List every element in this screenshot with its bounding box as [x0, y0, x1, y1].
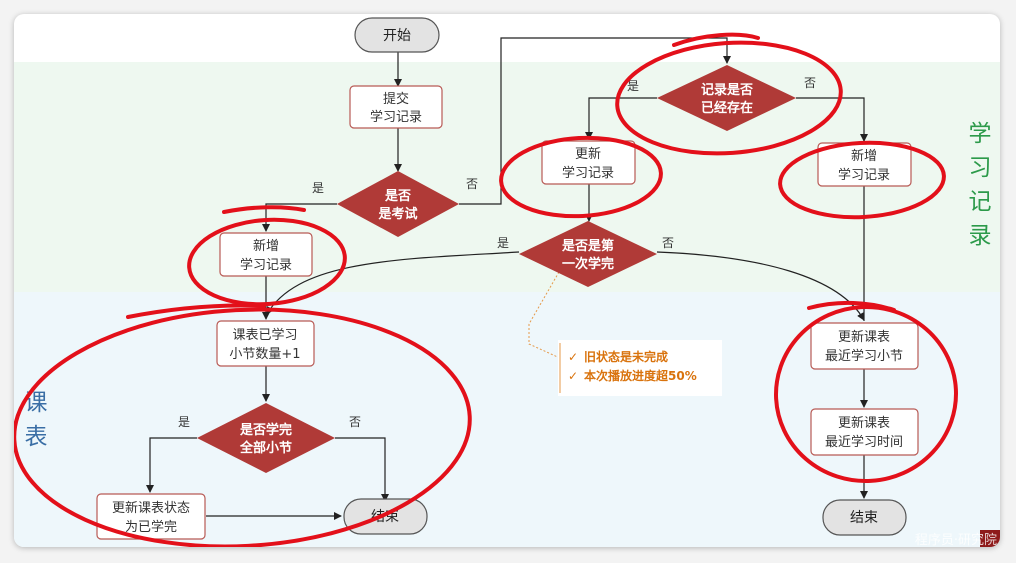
svg-text:习: 习: [969, 155, 992, 181]
update-status-box: 更新课表状态 为已学完: [96, 493, 206, 540]
note-check-icon: ✓: [568, 350, 578, 364]
svg-text:学习记录: 学习记录: [240, 257, 292, 273]
svg-text:全部小节: 全部小节: [239, 440, 292, 456]
flowchart: 学 习 记 录 课 表: [14, 17, 1000, 547]
svg-text:更新课表状态: 更新课表状态: [112, 500, 190, 516]
svg-text:提交: 提交: [383, 91, 409, 107]
decision-first-complete: 是否是第 一次学完: [519, 221, 657, 287]
svg-text:最近学习小节: 最近学习小节: [825, 348, 903, 364]
watermark: 程序员·研究院: [915, 530, 1000, 547]
svg-text:小节数量+1: 小节数量+1: [229, 347, 300, 362]
svg-text:结束: 结束: [850, 510, 878, 526]
svg-text:为已学完: 为已学完: [125, 519, 177, 535]
update-latest-section-box: 更新课表 最近学习小节: [810, 322, 919, 370]
connectors: [146, 37, 868, 520]
edge-label-no-first: 否: [662, 236, 674, 250]
start-terminal: 开始: [354, 17, 440, 53]
svg-text:课: 课: [25, 390, 48, 416]
end-terminal-right: 结束: [822, 499, 907, 536]
edge-label-yes-exists: 是: [627, 79, 639, 93]
lane-label-learning-record: 学 习 记 录: [969, 121, 992, 249]
svg-text:学习记录: 学习记录: [370, 109, 422, 125]
edge-label-yes-all: 是: [178, 415, 190, 429]
note-check-icon: ✓: [568, 369, 578, 383]
svg-text:更新课表: 更新课表: [838, 329, 890, 345]
svg-text:开始: 开始: [383, 28, 411, 44]
edge-label-no-exam: 否: [466, 177, 478, 191]
end-terminal-left: 结束: [343, 498, 428, 535]
decision-all-done: 是否学完 全部小节: [197, 403, 335, 473]
svg-text:新增: 新增: [253, 238, 279, 254]
decision-record-exists: 记录是否 已经存在: [657, 65, 796, 131]
condition-note: ✓ 旧状态是未完成 ✓ 本次播放进度超50%: [558, 340, 722, 396]
svg-text:新增: 新增: [851, 148, 877, 164]
new-record-box: 新增 学习记录: [817, 142, 912, 187]
edge-label-no-exists: 否: [804, 76, 816, 90]
svg-text:记录是否: 记录是否: [701, 83, 753, 98]
svg-text:表: 表: [25, 424, 48, 450]
svg-text:是考试: 是考试: [377, 206, 417, 222]
svg-text:更新课表: 更新课表: [838, 415, 890, 431]
edge-label-yes-exam: 是: [312, 181, 324, 195]
svg-text:课表已学习: 课表已学习: [232, 327, 297, 343]
svg-text:是否学完: 是否学完: [239, 422, 292, 438]
svg-text:更新: 更新: [575, 146, 601, 162]
svg-text:旧状态是未完成: 旧状态是未完成: [584, 349, 668, 364]
course-table-plus-one-box: 课表已学习 小节数量+1: [216, 320, 315, 367]
svg-text:是否是第: 是否是第: [561, 238, 614, 254]
update-latest-time-box: 更新课表 最近学习时间: [810, 408, 919, 456]
submit-record-box: 提交 学习记录: [349, 85, 443, 129]
decision-is-exam: 是否 是考试: [337, 171, 459, 237]
flowchart-card: 学 习 记 录 课 表: [14, 14, 1000, 547]
red-annotation-circles: [14, 32, 958, 547]
edge-label-yes-first: 是: [497, 236, 509, 250]
svg-text:最近学习时间: 最近学习时间: [825, 434, 903, 450]
svg-text:学: 学: [969, 121, 992, 147]
edge-label-no-all: 否: [349, 415, 361, 429]
exam-new-record-box: 新增 学习记录: [219, 232, 313, 277]
svg-text:程序员·研究院: 程序员·研究院: [915, 533, 997, 547]
svg-text:学习记录: 学习记录: [562, 165, 614, 181]
svg-text:是否: 是否: [384, 189, 411, 204]
svg-text:记: 记: [969, 189, 992, 215]
svg-text:已经存在: 已经存在: [701, 100, 753, 116]
svg-text:学习记录: 学习记录: [838, 167, 890, 183]
svg-text:一次学完: 一次学完: [562, 256, 614, 272]
lane-label-course-table: 课 表: [25, 390, 48, 450]
svg-text:录: 录: [969, 223, 992, 249]
svg-text:本次播放进度超50%: 本次播放进度超50%: [584, 368, 697, 383]
update-record-box: 更新 学习记录: [541, 140, 636, 185]
